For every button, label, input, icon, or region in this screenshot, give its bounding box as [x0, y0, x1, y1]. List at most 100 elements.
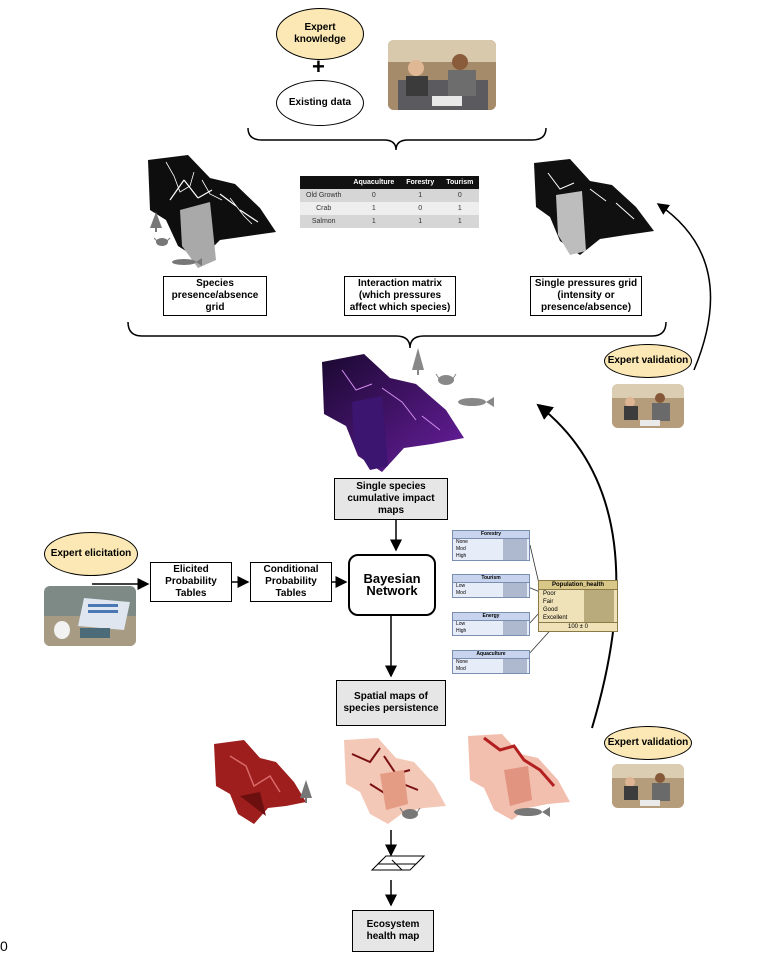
crab-icon: [399, 807, 421, 819]
bn-state-label: Mod: [456, 546, 466, 552]
spatial-maps-label: Spatial maps of species persistence: [343, 691, 439, 714]
bn-node-title: Population_health: [539, 581, 617, 590]
bn-state-row: Good: [539, 606, 617, 614]
bayesian-network-box[interactable]: Bayesian Network: [348, 554, 436, 616]
interaction-matrix-box: Interaction matrix (which pressures affe…: [344, 276, 456, 316]
species-presence-map: [148, 155, 276, 268]
grid-stack-icon: [370, 855, 426, 871]
species-grid-label: Species presence/absence grid: [171, 278, 259, 313]
bn-state-row: Mod: [453, 590, 529, 597]
bn-state-row: None: [453, 659, 529, 666]
conditional-tables-box[interactable]: Conditional Probability Tables: [250, 562, 332, 602]
expert-validation-top-ellipse: Expert validation: [604, 344, 692, 378]
pressures-map: [534, 159, 654, 255]
matrix-row-label: Old Growth: [300, 189, 348, 202]
matrix-cell: 1: [400, 189, 441, 202]
impact-maps-label: Single species cumulative impact maps: [347, 481, 435, 516]
pressures-grid-box: Single pressures grid (intensity or pres…: [530, 276, 642, 316]
matrix-cell: 1: [347, 215, 401, 228]
pressures-grid-label: Single pressures grid (intensity or pres…: [534, 278, 638, 313]
expert-validation-bottom-label: Expert validation: [607, 737, 689, 748]
bn-state-row: None: [453, 539, 529, 546]
elicitation-photo: [44, 586, 136, 646]
matrix-cell: 0: [347, 189, 401, 202]
bn-state-value-cell: [503, 666, 527, 673]
matrix-row-label: Salmon: [300, 215, 348, 228]
workshop-photo-top: [388, 40, 496, 110]
top-brace: [247, 127, 547, 151]
matrix-cell: 0: [440, 189, 480, 202]
matrix-header-aquaculture: Aquaculture: [347, 176, 401, 189]
bn-state-value-cell: [584, 598, 614, 606]
expert-elicitation-ellipse: Expert elicitation: [44, 532, 138, 576]
salmon-icon: [514, 807, 550, 817]
page-number: 0: [0, 938, 8, 954]
bn-state-label: Mod: [456, 590, 466, 596]
bn-node-energy[interactable]: Energy Low High: [452, 612, 530, 636]
persistence-map-salmon: [468, 734, 570, 820]
existing-data-ellipse: Existing data: [276, 80, 364, 126]
tree-icon: [300, 780, 312, 803]
expert-elicitation-label: Expert elicitation: [50, 548, 132, 559]
bn-node-footer: 100 ± 0: [539, 622, 617, 631]
bn-state-value-cell: [503, 659, 527, 666]
bn-state-row: Poor: [539, 590, 617, 598]
expert-validation-top-label: Expert validation: [607, 355, 689, 366]
bn-state-row: High: [453, 553, 529, 560]
bn-state-value-cell: [503, 553, 527, 560]
bn-state-label: High: [456, 553, 467, 559]
plus-sign: +: [312, 54, 325, 79]
bn-node-tourism[interactable]: Tourism Low Mod: [452, 574, 530, 598]
validation-photo-top: [612, 384, 684, 428]
bn-state-value-cell: [584, 606, 614, 614]
elicited-tables-label: Elicited Probability Tables: [165, 564, 217, 599]
bn-state-label: Good: [543, 607, 558, 613]
impact-maps-box: Single species cumulative impact maps: [334, 478, 448, 520]
persistence-map-crab: [344, 738, 446, 824]
bn-node-forestry[interactable]: Forestry None Mod High: [452, 530, 530, 561]
bn-node-title: Forestry: [453, 531, 529, 539]
bn-node-aquaculture[interactable]: Aquaculture None Mod: [452, 650, 530, 674]
bn-state-row: Mod: [453, 666, 529, 673]
matrix-cell: 0: [400, 202, 441, 215]
elicited-tables-box[interactable]: Elicited Probability Tables: [150, 562, 232, 602]
interaction-matrix: Aquaculture Forestry Tourism Old Growth …: [300, 176, 480, 228]
matrix-header-tourism: Tourism: [440, 176, 480, 189]
bn-state-value-cell: [503, 590, 527, 597]
crab-icon: [153, 237, 171, 246]
bn-state-row: Mod: [453, 546, 529, 553]
bn-state-value-cell: [503, 583, 527, 590]
expert-knowledge-label: Expert knowledge: [294, 22, 346, 45]
matrix-row-salmon: Salmon 1 1 1: [300, 215, 480, 228]
ecosystem-health-box: Ecosystem health map: [352, 910, 434, 952]
matrix-row-label: Crab: [300, 202, 348, 215]
bn-state-label: None: [456, 659, 468, 665]
tree-icon: [150, 212, 162, 232]
bn-state-value-cell: [584, 614, 614, 622]
cumulative-impact-map: [322, 348, 494, 472]
bn-node-title: Energy: [453, 613, 529, 621]
bn-state-label: None: [456, 539, 468, 545]
salmon-icon: [458, 397, 494, 407]
bn-state-label: Excellent: [543, 615, 568, 621]
bn-state-label: Low: [456, 583, 466, 589]
expert-validation-bottom-ellipse: Expert validation: [604, 726, 692, 760]
bn-state-row: Excellent: [539, 614, 617, 622]
bn-node-population-health[interactable]: Population_health Poor Fair Good Excelle…: [538, 580, 618, 632]
bn-state-label: High: [456, 628, 467, 634]
bn-state-row: Fair: [539, 598, 617, 606]
matrix-cell: 1: [440, 215, 480, 228]
validation-photo-bottom: [612, 764, 684, 808]
bayesian-network-label: Bayesian Network: [363, 571, 421, 598]
bn-state-value-cell: [503, 539, 527, 546]
bn-state-label: Poor: [543, 591, 556, 597]
tree-icon: [412, 348, 424, 375]
bn-state-label: Low: [456, 621, 466, 627]
matrix-cell: 1: [440, 202, 480, 215]
spatial-maps-box: Spatial maps of species persistence: [336, 680, 446, 726]
bn-state-row: Low: [453, 583, 529, 590]
matrix-row-crab: Crab 1 0 1: [300, 202, 480, 215]
expert-knowledge-ellipse: Expert knowledge: [276, 8, 364, 60]
bn-node-title: Tourism: [453, 575, 529, 583]
